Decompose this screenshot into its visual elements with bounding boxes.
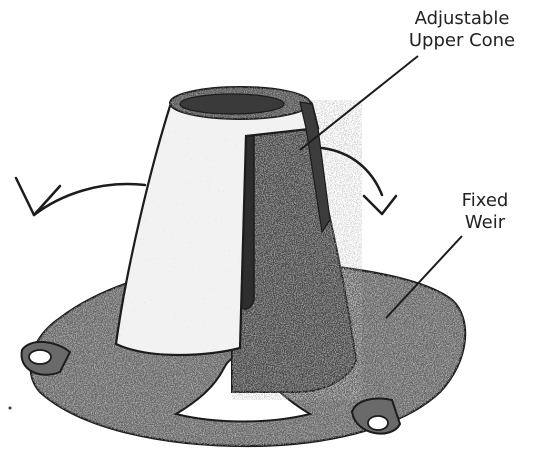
label-weir-line2: Weir	[444, 212, 526, 234]
label-cone-line1: Adjustable	[392, 8, 532, 30]
speck	[9, 407, 12, 410]
rotation-arrow-left	[16, 178, 145, 215]
label-fixed-weir: Fixed Weir	[444, 190, 526, 234]
label-weir-line1: Fixed	[444, 190, 526, 212]
label-adjustable-upper-cone: Adjustable Upper Cone	[392, 8, 532, 52]
fixed-weir	[232, 100, 362, 400]
label-cone-line2: Upper Cone	[392, 30, 532, 52]
